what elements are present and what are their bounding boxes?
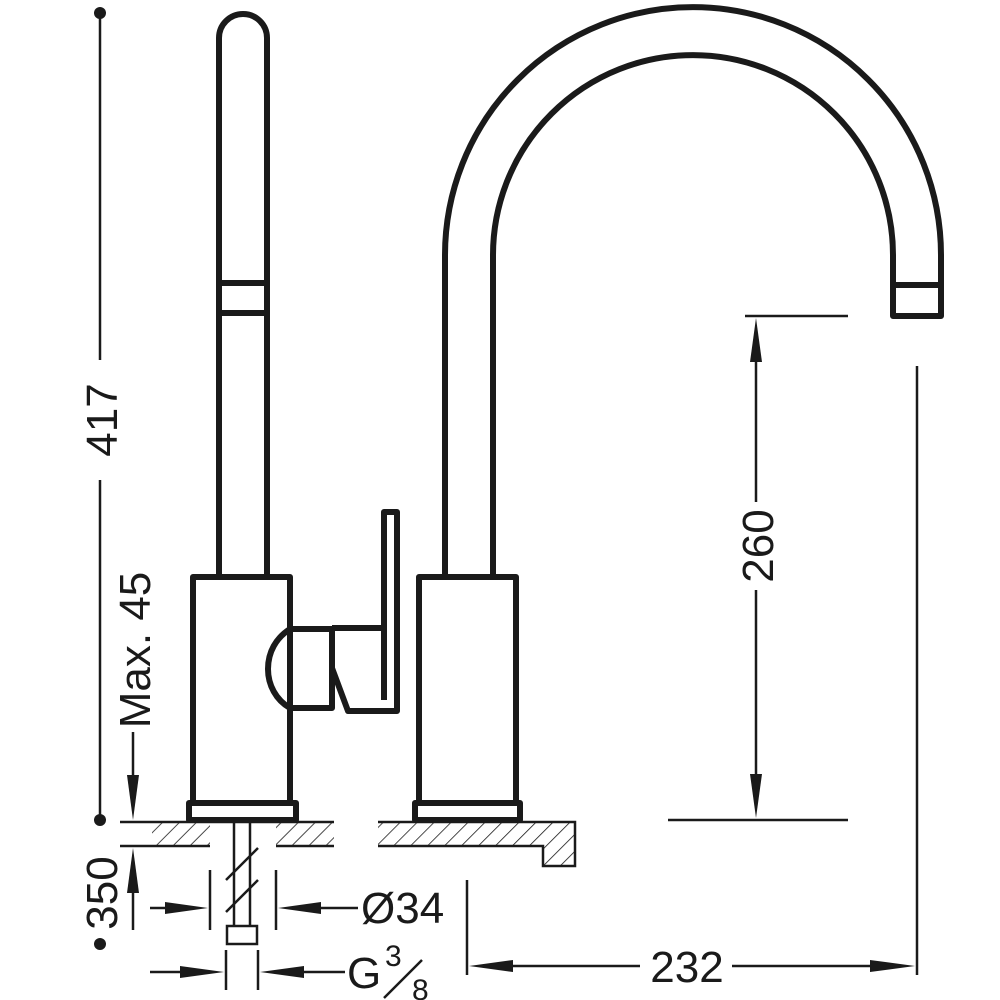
supply-hose xyxy=(225,822,259,946)
countertop-middle-section xyxy=(276,822,334,846)
countertop-left-section xyxy=(152,822,210,846)
side-handle-cartridge xyxy=(265,626,335,711)
front-base-flange xyxy=(412,800,523,823)
dim-label-417: 417 xyxy=(78,383,127,456)
countertop xyxy=(152,820,577,868)
dimension-connection-thread: G 3 8 xyxy=(150,940,429,1000)
faucet-side-view xyxy=(186,11,400,946)
side-base-flange xyxy=(186,800,299,823)
side-lever-handle xyxy=(329,509,400,714)
dimension-max-thickness: Max. 45 xyxy=(111,572,160,930)
dim-label-260: 260 xyxy=(734,509,783,582)
dimension-spout-height: 260 xyxy=(668,314,848,822)
dimension-spout-reach: 232 xyxy=(465,366,919,992)
swan-neck-spout xyxy=(442,4,944,577)
dimension-below-counter: 350 xyxy=(78,856,127,950)
dim-label-350: 350 xyxy=(78,856,127,929)
dim-label-232: 232 xyxy=(650,943,723,992)
dim-label-max-45: Max. 45 xyxy=(111,572,160,729)
faucet-front-view xyxy=(412,4,944,823)
dim-label-diameter-34: Ø34 xyxy=(361,884,444,933)
dim-label-connection-numerator: 3 xyxy=(385,940,402,973)
dim-label-connection-denominator: 8 xyxy=(412,974,429,1000)
dimension-hole-diameter: Ø34 xyxy=(150,870,444,933)
front-body xyxy=(416,574,519,806)
dim-label-connection-prefix: G xyxy=(347,949,381,998)
dimension-total-height: 417 xyxy=(78,7,127,826)
side-spout-tube xyxy=(216,11,270,577)
countertop-right-section xyxy=(378,822,575,866)
